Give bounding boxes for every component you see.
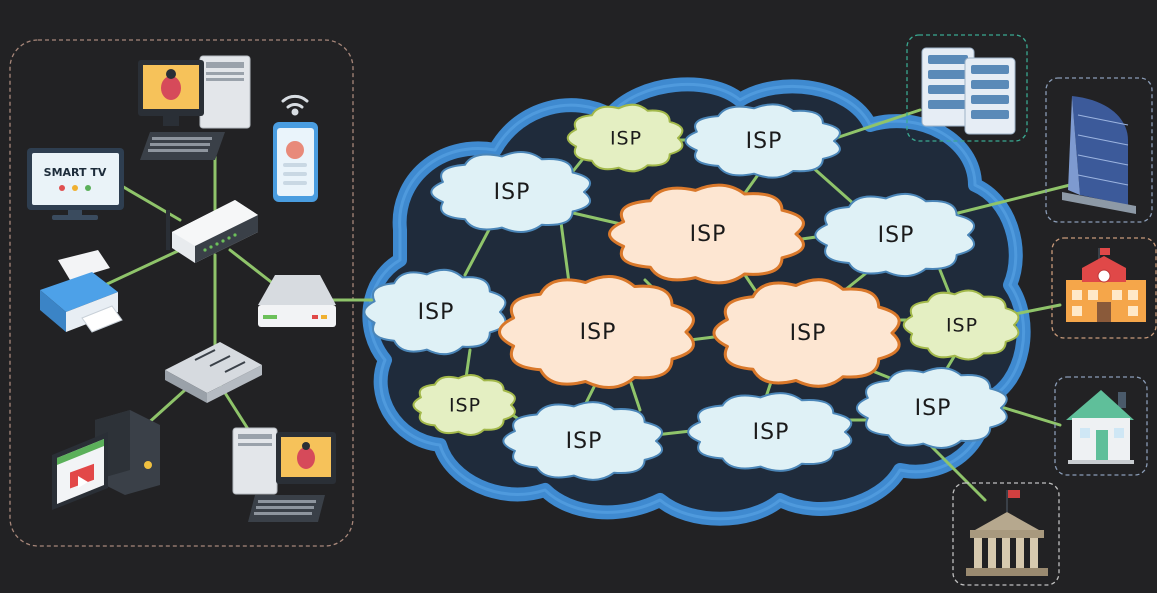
isp-cloud-blue: ISP: [363, 268, 507, 356]
data-center-group: [906, 34, 1028, 142]
isp-cloud-shape: [502, 401, 664, 481]
isp-label: ISP: [915, 396, 952, 421]
isp-cloud-shape: [608, 183, 805, 285]
isp-cloud-shape: [684, 103, 841, 179]
isp-label: ISP: [494, 180, 531, 205]
isp-cloud-shape: [855, 367, 1008, 449]
isp-cloud-orange: ISP: [712, 278, 901, 388]
isp-cloud-shape: [687, 392, 853, 472]
isp-cloud-shape: [814, 192, 976, 278]
printer-icon: [40, 250, 123, 333]
isp-label: ISP: [418, 300, 455, 325]
network-switch-icon: [165, 342, 262, 403]
desktop-computer-icon: [232, 427, 336, 522]
isp-label: ISP: [449, 395, 481, 417]
isp-cloud-blue: ISP: [687, 392, 853, 472]
isp-cloud-blue: ISP: [430, 151, 592, 233]
isp-cloud-green: ISP: [566, 103, 684, 173]
isp-label: ISP: [790, 321, 827, 346]
wireless-router-icon: [166, 200, 258, 263]
isp-label: ISP: [690, 222, 727, 247]
isp-cloud-blue: ISP: [684, 103, 841, 179]
smart-tv-icon: SMART TV: [27, 148, 124, 220]
house-icon: [1066, 390, 1134, 464]
isp-cloud-orange: ISP: [498, 275, 695, 389]
home-network-group: [9, 39, 354, 547]
isp-cloud-shape: [498, 275, 695, 389]
isp-label: ISP: [946, 315, 978, 337]
government-building-icon: [966, 490, 1048, 576]
isp-cloud-green: ISP: [412, 374, 516, 436]
smart-tv-label: SMART TV: [44, 166, 107, 179]
isp-cloud-shape: [712, 278, 901, 388]
isp-label: ISP: [610, 128, 642, 150]
government-building-group: [952, 482, 1060, 586]
isp-cloud-shape: [902, 289, 1020, 361]
isp-cloud-green: ISP: [902, 289, 1020, 361]
data-center-icon: [921, 47, 1016, 135]
isp-cloud-blue: ISP: [855, 367, 1008, 449]
isp-cloud-shape: [430, 151, 592, 233]
modem-icon: [258, 275, 336, 327]
isp-label: ISP: [753, 420, 790, 445]
wifi-icon: [281, 94, 309, 116]
isp-cloud-shape: [412, 374, 516, 436]
isp-label: ISP: [580, 320, 617, 345]
house-group: [1054, 376, 1148, 476]
desktop-computer-icon: [52, 410, 160, 510]
smartphone-icon: [273, 122, 318, 202]
office-building-group: [1045, 77, 1153, 223]
school-icon: [1066, 248, 1146, 322]
office-building-icon: [1062, 96, 1136, 214]
school-group: [1051, 237, 1157, 339]
isp-label: ISP: [878, 223, 915, 248]
isp-cloud-shape: [566, 103, 684, 173]
isp-clouds: ISP ISP ISP ISP ISP ISP ISP ISP ISP ISP ISP ISP ISP: [363, 103, 1020, 481]
isp-cloud-blue: ISP: [814, 192, 976, 278]
isp-label: ISP: [566, 429, 603, 454]
isp-cloud-blue: ISP: [502, 401, 664, 481]
isp-cloud-orange: ISP: [608, 183, 805, 285]
desktop-computer-icon: [138, 55, 251, 160]
isp-label: ISP: [746, 129, 783, 154]
isp-cloud-shape: [363, 268, 507, 356]
